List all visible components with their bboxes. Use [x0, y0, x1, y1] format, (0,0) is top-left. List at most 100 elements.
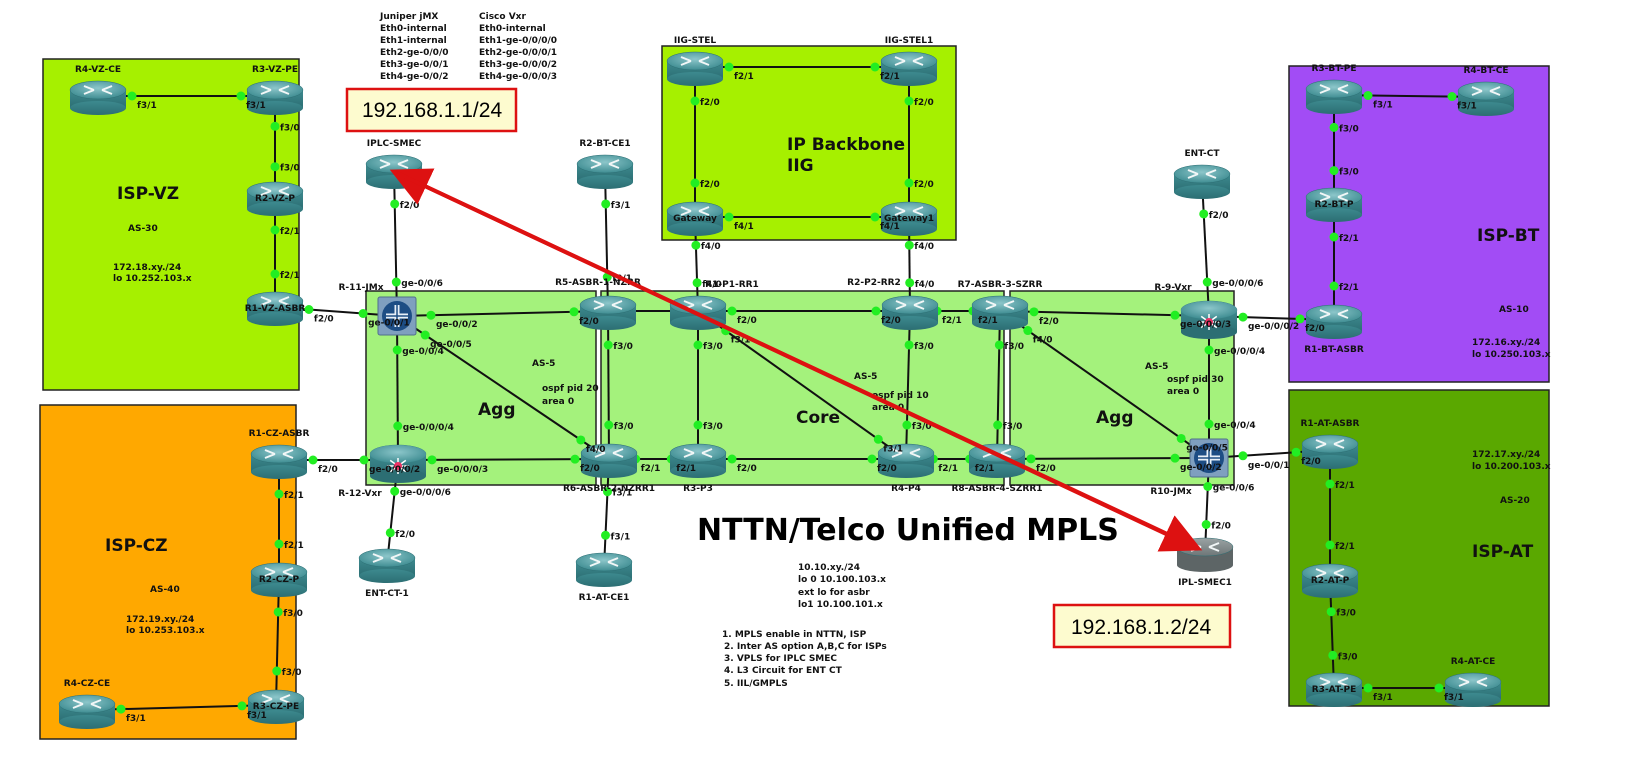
- node-r-9-vxr[interactable]: R-9-Vxr: [1154, 283, 1238, 339]
- node-r2-bt-p[interactable]: R2-BT-P: [1305, 187, 1363, 222]
- interface-label: f3/1: [731, 336, 751, 346]
- link-endpoint-dot: [116, 704, 126, 714]
- node-r1-at-asbr[interactable]: R1-AT-ASBR: [1301, 419, 1360, 469]
- node-r3-bt-pe[interactable]: R3-BT-PE: [1305, 64, 1363, 114]
- node-r3-p3[interactable]: R3-P3: [669, 443, 727, 494]
- zone-isp-at-as: AS-20: [1500, 496, 1530, 506]
- interface-label: f2/1: [880, 72, 900, 82]
- router-arrows-icon: [894, 206, 924, 216]
- link-endpoint-dot: [270, 269, 280, 279]
- node-label: R2-AT-P: [1311, 576, 1350, 586]
- node-r1-cz-asbr[interactable]: R1-CZ-ASBR: [249, 429, 310, 479]
- node-r1-at-ce1[interactable]: R1-AT-CE1: [575, 552, 633, 603]
- node-r-12-vxr[interactable]: R-12-Vxr: [338, 444, 427, 499]
- node-r1-bt-asbr[interactable]: R1-BT-ASBR: [1304, 304, 1364, 355]
- core-addressing-notes: 10.10.xy./24 lo 0 10.100.103.x ext lo fo…: [798, 563, 886, 610]
- node-r10-jmx[interactable]: R10-JMx: [1150, 438, 1229, 497]
- callout-ip-1: 192.168.1.1/24: [345, 87, 518, 133]
- interface-legend: Juniper jMX Eth0-internal Eth1-internal …: [379, 12, 557, 82]
- node-gateway1[interactable]: Gateway1: [880, 201, 938, 236]
- node-r4-cz-ce[interactable]: R4-CZ-CE: [58, 679, 116, 729]
- link-endpoint-dot: [693, 420, 703, 430]
- interface-label: ge-0/0/4: [402, 347, 444, 357]
- legend-juniper-0: Juniper jMX: [379, 12, 438, 22]
- link-endpoint-dot: [724, 62, 734, 72]
- node-r2-p2-rr2[interactable]: R2-P2-RR2: [847, 278, 939, 330]
- zone-isp-bt-lo: lo 10.250.103.x: [1472, 350, 1551, 360]
- zone-isp-bt-title: ISP-BT: [1477, 226, 1540, 246]
- node-r3-vz-pe[interactable]: R3-VZ-PE: [246, 65, 304, 115]
- router-arrows-icon: [264, 449, 294, 459]
- link-endpoint-dot: [308, 455, 318, 465]
- node-r8-asbr-4-szrr1[interactable]: R8-ASBR-4-SZRR1: [951, 443, 1043, 494]
- interface-label: f2/1: [1339, 283, 1359, 293]
- node-r2-bt-ce1[interactable]: R2-BT-CE1: [576, 139, 634, 189]
- interface-label: f4/0: [586, 445, 606, 455]
- node-r-11-jmx[interactable]: R-11-JMx: [338, 283, 417, 336]
- core-addr-0: 10.10.xy./24: [798, 563, 860, 573]
- link-endpoint-dot: [1329, 166, 1339, 176]
- node-gateway[interactable]: Gateway: [666, 201, 724, 236]
- legend-juniper-3: Eth2-ge-0/0/0: [380, 48, 449, 58]
- link-endpoint-dot: [1329, 232, 1339, 242]
- node-iig-stel1[interactable]: IIG-STEL1: [880, 36, 938, 86]
- zone-isp-bt-net: 172.16.xy./24: [1472, 338, 1540, 348]
- link-endpoint-dot: [871, 306, 881, 316]
- link-endpoint-dot: [385, 528, 395, 538]
- node-ipl-smec1[interactable]: IPL-SMEC1: [1176, 537, 1234, 588]
- node-r6-asbr-2-nzrr1[interactable]: R6-ASBR-2-NZRR1: [563, 443, 655, 494]
- interface-label: f3/0: [280, 164, 300, 174]
- router-arrows-icon: [260, 85, 290, 95]
- node-ent-ct[interactable]: ENT-CT: [1173, 149, 1231, 199]
- interface-label: f3/0: [1339, 124, 1359, 134]
- link-endpoint-dot: [693, 340, 703, 350]
- node-r1-vz-asbr[interactable]: R1-VZ-ASBR: [245, 291, 306, 326]
- node-ent-ct-1[interactable]: ENT-CT-1: [358, 548, 416, 599]
- link-endpoint-dot: [1447, 92, 1457, 102]
- interface-label: f3/0: [282, 668, 302, 678]
- zone-isp-vz-as: AS-30: [128, 224, 158, 234]
- interface-label: ge-0/0/0/2: [369, 465, 420, 475]
- link-R7-ASBR-3-SZRR-R-9-Vxr: [999, 307, 1210, 320]
- link-endpoint-dot: [392, 345, 402, 355]
- node-r2-at-p[interactable]: R2-AT-P: [1301, 563, 1359, 598]
- interface-label: ge-0/0/0/3: [437, 465, 488, 475]
- link-endpoint-dot: [1363, 683, 1373, 693]
- node-r5-asbr-1-nzrr[interactable]: R5-ASBR-1-NZRR: [555, 278, 641, 330]
- node-iig-stel[interactable]: IIG-STEL: [666, 36, 724, 86]
- interface-label: f2/0: [737, 464, 757, 474]
- interface-label: ge-0/0/1: [368, 318, 410, 328]
- link-endpoint-dot: [1170, 453, 1180, 463]
- node-r3-cz-pe[interactable]: R3-CZ-PE: [247, 689, 305, 724]
- router-arrows-icon: [1319, 192, 1349, 202]
- node-label: R4-CZ-CE: [64, 679, 110, 689]
- node-r4-vz-ce[interactable]: R4-VZ-CE: [69, 65, 127, 115]
- node-r2-cz-p[interactable]: R2-CZ-P: [250, 562, 308, 597]
- node-r3-at-pe[interactable]: R3-AT-PE: [1305, 672, 1363, 707]
- link-R1-CZ-ASBR-R2-CZ-P: [274, 460, 284, 578]
- link-endpoint-dot: [692, 278, 702, 288]
- node-label: R4-VZ-CE: [75, 65, 121, 75]
- link-endpoint-dot: [727, 454, 737, 464]
- node-r4-p4[interactable]: R4-P4: [877, 443, 935, 494]
- link-endpoint-dot: [1434, 683, 1444, 693]
- node-r4-bt-ce[interactable]: R4-BT-CE: [1457, 66, 1515, 116]
- interface-label: f3/1: [137, 101, 157, 111]
- link-endpoint-dot: [274, 539, 284, 549]
- interface-label: f3/0: [1338, 652, 1358, 662]
- zone-iig-title: IP Backbone: [787, 135, 905, 155]
- router-arrows-icon: [264, 567, 294, 577]
- node-r2-vz-p[interactable]: R2-VZ-P: [246, 181, 304, 216]
- router-arrows-icon: [680, 206, 710, 216]
- node-r7-asbr-3-szrr[interactable]: R7-ASBR-3-SZRR: [958, 280, 1043, 330]
- link-endpoint-dot: [1326, 607, 1336, 617]
- task-1: 1. MPLS enable in NTTN, ISP: [722, 630, 867, 640]
- node-r4-at-ce[interactable]: R4-AT-CE: [1444, 657, 1502, 707]
- router-arrows-icon: [895, 300, 925, 310]
- router-arrows-icon: [260, 186, 290, 196]
- legend-cisco-0: Cisco Vxr: [479, 12, 526, 22]
- link-endpoint-dot: [273, 607, 283, 617]
- link-endpoint-dot: [391, 277, 401, 287]
- link-R1-P1-RR1-R2-P2-RR2: [698, 306, 910, 316]
